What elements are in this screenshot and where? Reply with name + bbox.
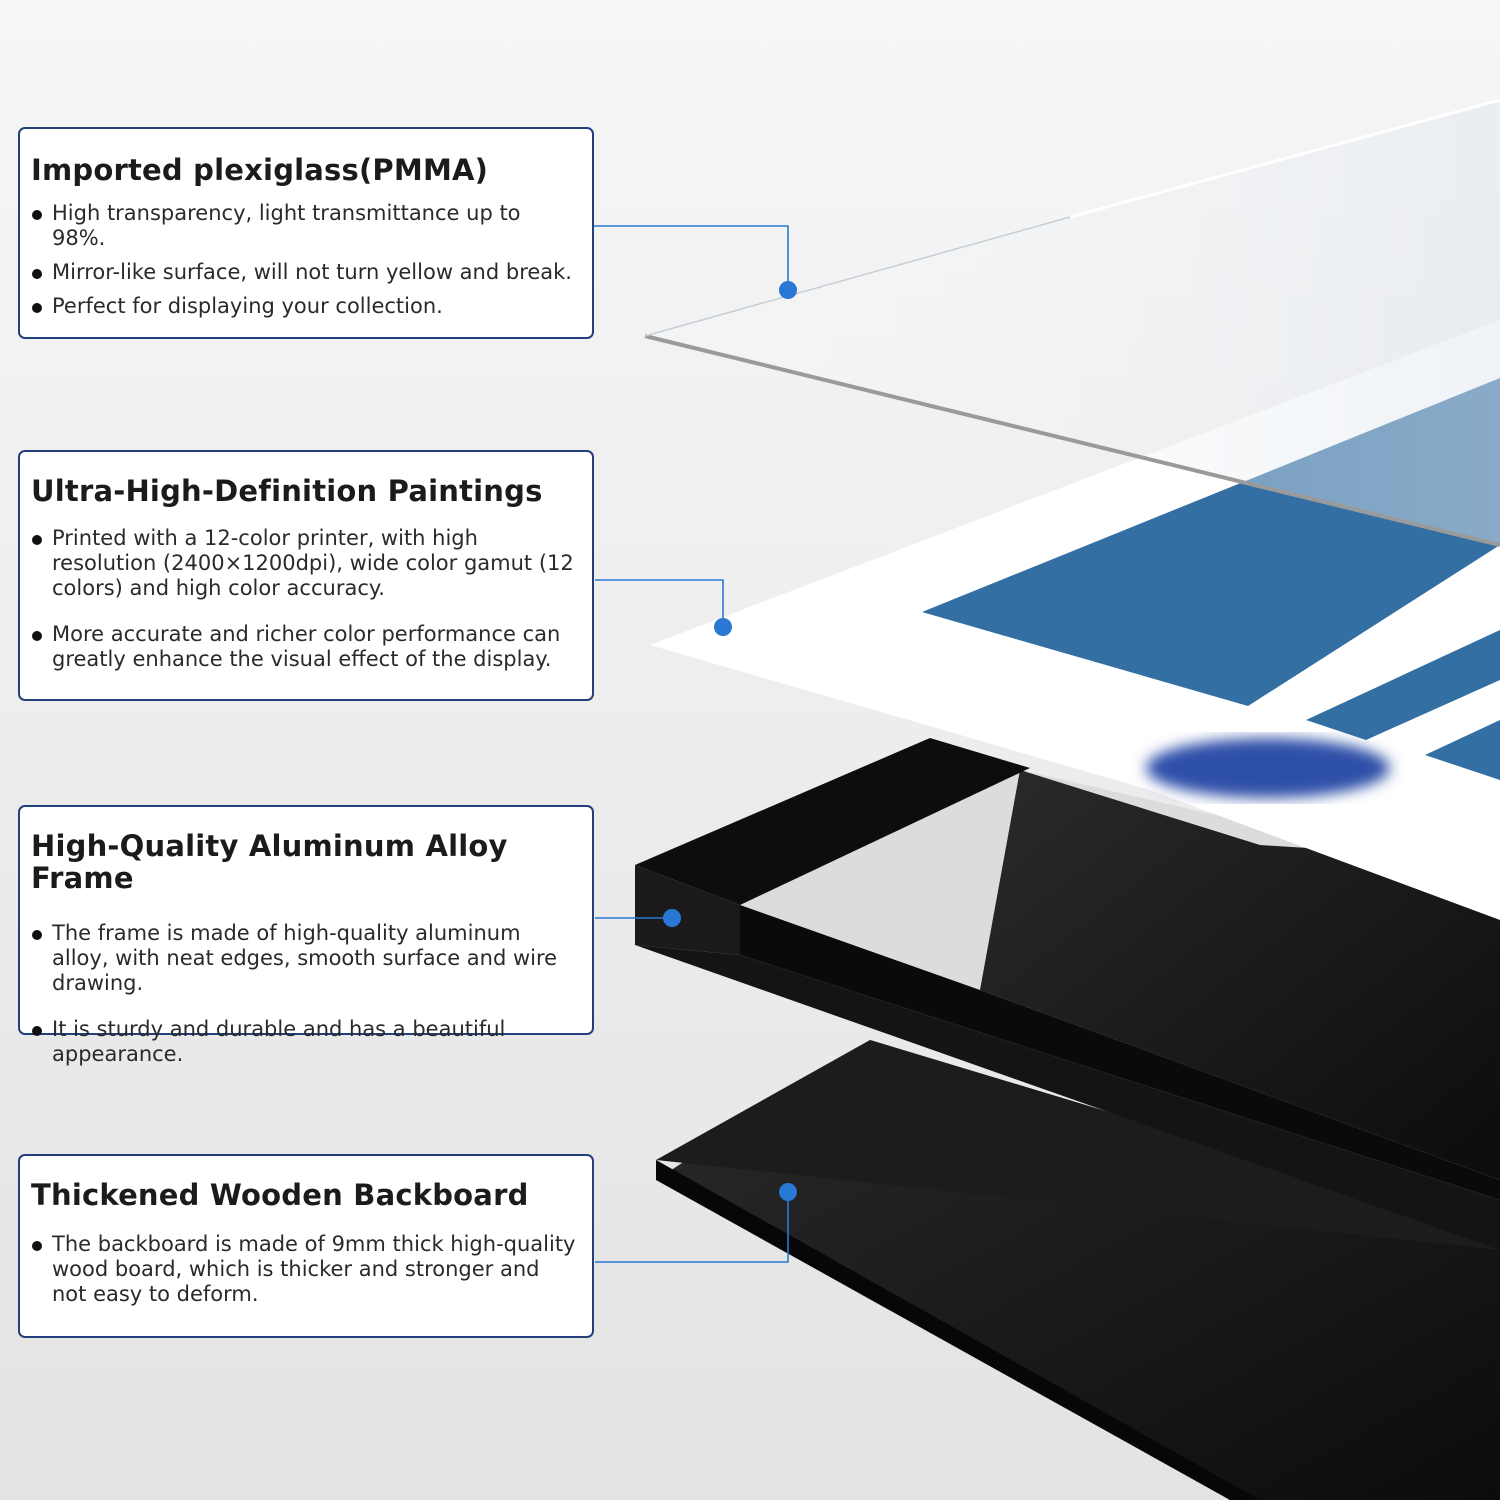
wooden-backboard — [656, 1040, 1500, 1500]
callout-title: Ultra-High-Definition Paintings — [31, 474, 543, 508]
aluminum-frame — [635, 738, 1500, 1250]
bullet-text: High transparency, light transmittance u… — [52, 200, 521, 250]
callout-title: Thickened Wooden Backboard — [31, 1178, 529, 1212]
bullet-icon — [32, 630, 42, 641]
list-item: It is sturdy and durable and has a beaut… — [31, 1017, 580, 1067]
list-item: Printed with a 12-color printer, with hi… — [31, 526, 580, 601]
bullet-text: The backboard is made of 9mm thick high-… — [52, 1231, 576, 1306]
bullet-text: The frame is made of high-quality alumin… — [52, 920, 558, 995]
bullet-list: Printed with a 12-color printer, with hi… — [31, 526, 580, 672]
bullet-text: Mirror-like surface, will not turn yello… — [52, 259, 572, 284]
bullet-icon — [32, 929, 42, 940]
bullet-text: More accurate and richer color performan… — [52, 621, 561, 671]
list-item: High transparency, light transmittance u… — [31, 201, 580, 251]
plexiglass-sheet — [644, 98, 1500, 547]
callout-title: Imported plexiglass(PMMA) — [31, 153, 489, 187]
bullet-icon — [32, 1240, 42, 1251]
bullet-icon — [32, 209, 42, 220]
list-item: Perfect for displaying your collection. — [31, 294, 580, 319]
leader-lines — [594, 225, 789, 1263]
callout-plexiglass: Imported plexiglass(PMMA) High transpare… — [18, 127, 594, 339]
bullet-list: High transparency, light transmittance u… — [31, 201, 580, 319]
callout-backboard: Thickened Wooden Backboard The backboard… — [18, 1154, 594, 1338]
bullet-text: Perfect for displaying your collection. — [52, 293, 443, 318]
list-item: The backboard is made of 9mm thick high-… — [31, 1232, 580, 1307]
bullet-text: It is sturdy and durable and has a beaut… — [52, 1016, 506, 1066]
bullet-icon — [32, 1025, 42, 1036]
leader-dots — [663, 281, 797, 1201]
bullet-text: Printed with a 12-color printer, with hi… — [52, 525, 574, 600]
list-item: The frame is made of high-quality alumin… — [31, 921, 580, 996]
bullet-list: The frame is made of high-quality alumin… — [31, 921, 580, 1067]
bullet-icon — [32, 302, 42, 313]
bullet-list: The backboard is made of 9mm thick high-… — [31, 1232, 580, 1307]
bullet-icon — [32, 268, 42, 279]
list-item: More accurate and richer color performan… — [31, 622, 580, 672]
list-item: Mirror-like surface, will not turn yello… — [31, 260, 580, 285]
callout-title: High-Quality Aluminum Alloy Frame — [31, 829, 508, 895]
callout-aluminum-frame: High-Quality Aluminum Alloy Frame The fr… — [18, 805, 594, 1066]
bullet-icon — [32, 534, 42, 545]
callout-paintings: Ultra-High-Definition Paintings Printed … — [18, 450, 594, 701]
